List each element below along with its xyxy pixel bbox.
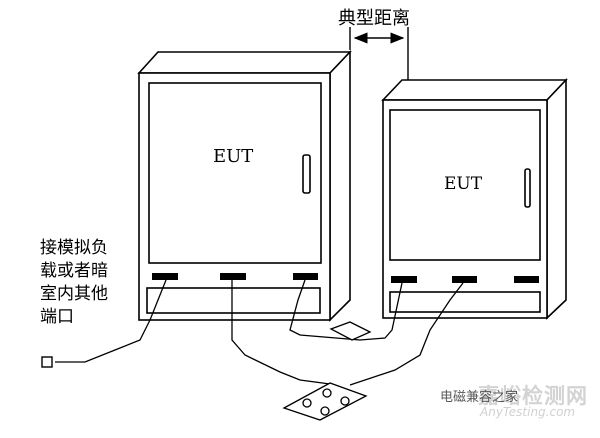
load-port-label: 接模拟负 载或者暗 室内其他 端口 — [40, 237, 150, 329]
cable-right-to-box — [349, 282, 464, 386]
cable-to-box — [231, 280, 331, 385]
load-port-label-line-3: 室内其他 — [40, 284, 108, 304]
right-eut-ports — [391, 276, 539, 283]
left-eut-ports — [152, 273, 318, 280]
load-port-label-line-4: 端口 — [40, 307, 74, 327]
watermark-site-name: 嘉峪检测网 — [478, 384, 588, 408]
ground-plate — [329, 321, 372, 341]
load-terminal — [41, 356, 53, 368]
load-port-label-line-1: 接模拟负 — [40, 238, 108, 258]
cables — [55, 279, 464, 386]
left-eut-label: EUT — [213, 146, 253, 167]
support-box — [282, 382, 368, 421]
cable-to-load — [55, 279, 167, 363]
watermark-account-name: 电磁兼容之家 — [440, 390, 519, 405]
right-eut-label: EUT — [444, 174, 483, 194]
load-port-label-line-2: 载或者暗 — [40, 261, 108, 281]
distance-dimension — [349, 27, 409, 80]
typical-distance-label: 典型距离 — [338, 8, 410, 29]
watermark-url: AnyTesting.com — [480, 405, 576, 419]
cable-between-euts — [289, 279, 403, 341]
